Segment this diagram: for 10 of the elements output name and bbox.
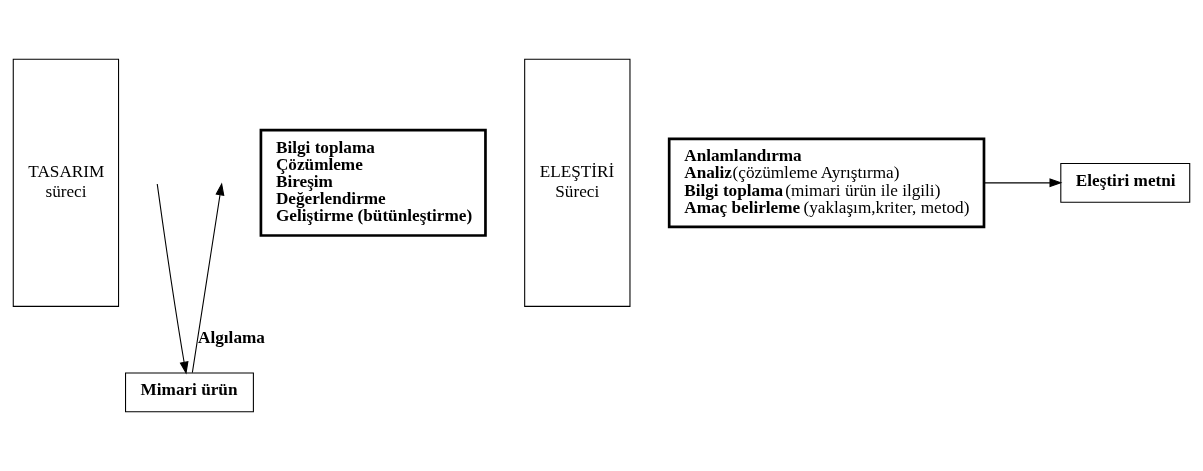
node-box: TASARIM süreci (12, 58, 120, 307)
node-box: Anlamlandırma Analiz(çözümleme Ayrıştırma) Bilgi toplama(mimari ürün ile ilgili) Amaç belirleme (yaklaşım,kriter, metod) (667, 137, 986, 229)
node-box: Mimari ürün (125, 372, 254, 413)
edge-label: Algılama (198, 327, 265, 347)
arrow (156, 183, 189, 375)
node-box: ELEŞTİRİ Süreci (524, 58, 631, 307)
node-box: Eleştiri metni (1060, 162, 1191, 203)
node-box: Bilgi toplama Çözümleme Bireşim Değerlendirme Geliştirme (bütünleştirme) (259, 128, 487, 237)
arrow (983, 178, 1063, 188)
arrow (191, 182, 225, 374)
